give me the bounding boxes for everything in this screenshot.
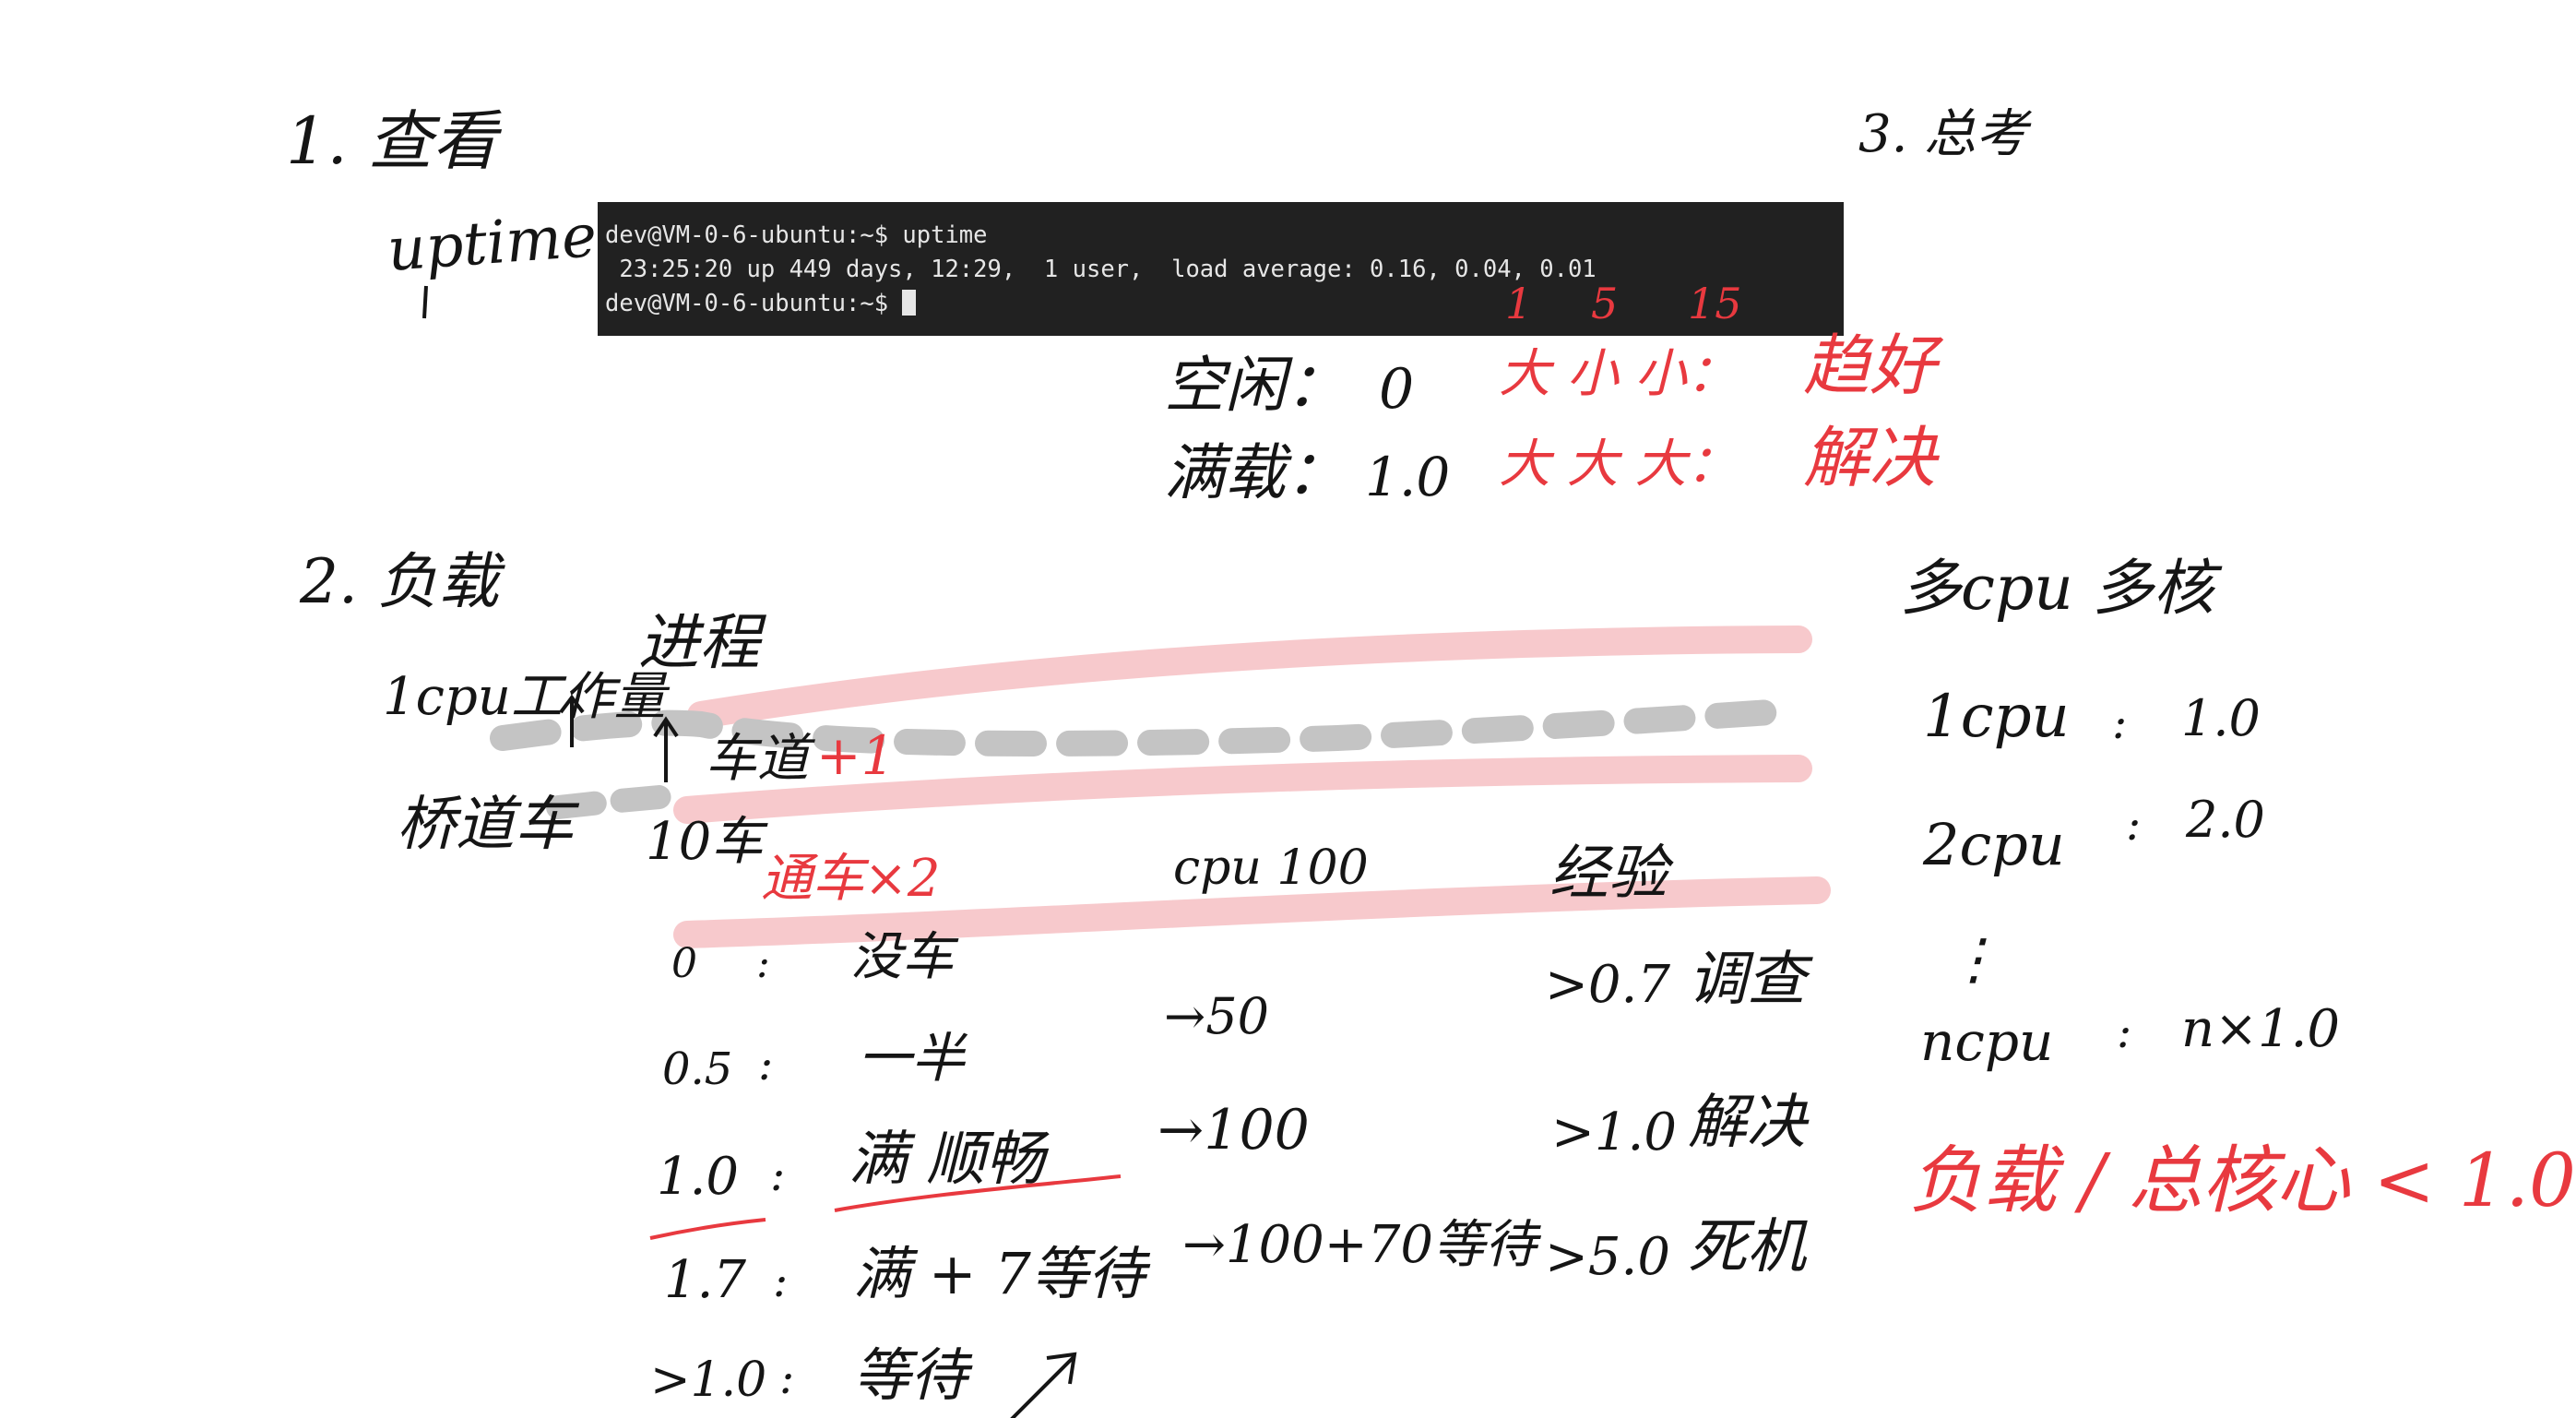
analogy-workload: 1cpu工作量 [383,667,666,727]
diagonal-arrow-icon [1010,1352,1077,1418]
multicpu-cpu-1: 2cpu [1923,811,2065,878]
cpu-value-100: →100 [1157,1098,1310,1162]
load-colon: : [779,1352,795,1404]
analogy-bridge: 桥道车 [397,791,574,859]
exp-threshold-0: >0.7 [1545,955,1670,1015]
terminal-cursor [902,290,917,316]
plus-one-label: +1 [816,724,896,787]
multicpu-value-1: 2.0 [2186,791,2265,849]
experience-header: 经验 [1549,840,1668,908]
terminal-window: dev@VM-0-6-ubuntu:~$ uptime 23:25:20 up … [598,202,1844,336]
uptime-command-label: uptime [385,202,599,285]
load-colon: : [758,1039,774,1090]
multicpu-value-3: n×1.0 [2181,999,2341,1059]
cpu-value-50: →50 [1164,987,1269,1045]
load-colon: : [770,1150,786,1201]
process-label: 进程 [638,607,760,678]
exp-action-0: 调查 [1688,946,1806,1014]
lane-middle-border [673,755,1812,824]
section3-title: 3. 总考 [1858,104,2028,164]
meaning-row-4: 等待 [853,1341,968,1409]
section2-title: 2. 负载 [300,546,499,617]
idle-marks: 大 小 小： [1499,344,1739,404]
meaning-row-3: 满 + 7等待 [853,1240,1146,1307]
lane-dashed-line-2 [546,783,694,819]
fullload-label: 满载： [1164,437,1347,508]
meaning-row-1: 一半 [858,1027,966,1090]
smooth-underline [834,1174,1122,1212]
cpu-value-100-wait: →100+70等待 [1182,1215,1537,1275]
load-row-4: >1.0 [650,1352,767,1408]
period-15: 15 [1688,279,1742,328]
multicpu-cpu-0: 1cpu [1923,683,2070,751]
multicpu-cpu-3: ncpu [1920,1010,2054,1073]
load-colon: : [756,940,770,987]
idle-label: 空闲： [1164,350,1347,421]
terminal-prompt: dev@VM-0-6-ubuntu:~$ [605,290,903,317]
fullload-marks: 大 大 大： [1499,435,1739,495]
exp-threshold-2: >5.0 [1545,1227,1670,1287]
meaning-row-2: 满 顺畅 [849,1126,1045,1194]
terminal-prompt-line: dev@VM-0-6-ubuntu:~$ uptime [605,221,988,249]
load-row-1: 0.5 [662,1043,733,1095]
multicpu-rule: 负载 / 总核心 < 1.0 [1909,1138,2576,1223]
load-row-2: 1.0 [657,1147,740,1207]
multicpu-value-0: 1.0 [2181,689,2261,747]
road-diagram [422,216,1831,1418]
terminal-input-line[interactable]: dev@VM-0-6-ubuntu:~$ [605,287,1844,321]
row-1-0-underline [649,1218,766,1240]
multicpu-colon: : [2112,697,2128,749]
exp-action-2: 死机 [1688,1213,1806,1281]
terminal-output-line: 23:25:20 up 449 days, 12:29, 1 user, loa… [605,256,1597,283]
load-colon: : [773,1256,789,1307]
uptime-stem [422,285,428,319]
cpu-header: cpu 100 [1173,840,1369,896]
up-arrow-icon-2 [559,694,585,747]
multicpu-colon: : [2126,799,2142,851]
load-row-3: 1.7 [664,1250,747,1310]
period-1: 1 [1505,279,1533,328]
idle-verdict: 趋好 [1803,327,1937,404]
exp-action-1: 解决 [1688,1089,1806,1157]
fullload-verdict: 解决 [1803,419,1937,496]
section1-title: 1. 查看 [286,103,498,179]
exp-threshold-1: >1.0 [1551,1102,1677,1162]
multicpu-title: 多cpu 多核 [1900,553,2214,624]
multicpu-colon: : [2117,1007,2132,1058]
multicpu-cpu-2: ⋮ [1946,927,2001,992]
period-5: 5 [1591,279,1619,328]
load-row-0: 0 [671,940,697,987]
lane-label: 车道 [706,729,809,789]
idle-value: 0 [1379,357,1415,422]
lane-top-border [687,626,1812,729]
double-label: 通车×2 [761,849,941,909]
lane-bottom-border [673,876,1831,948]
up-arrow-icon [653,716,679,782]
meaning-row-0: 没车 [850,927,954,987]
ten-cars-label: 10车 [646,812,764,872]
fullload-value: 1.0 [1365,446,1451,508]
lane-dashed-line [490,697,1811,757]
